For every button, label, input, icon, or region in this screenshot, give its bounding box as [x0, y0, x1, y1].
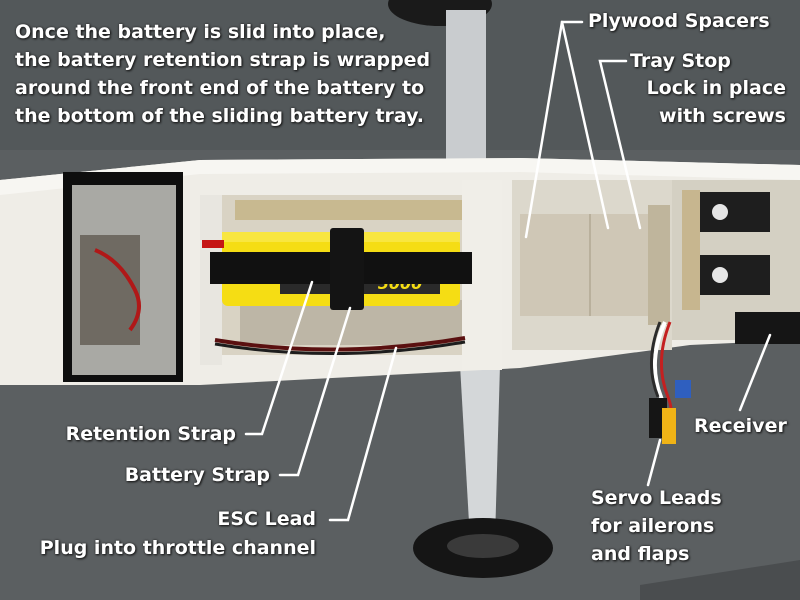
- servo-leads-note-1: for ailerons: [591, 515, 715, 537]
- servo-top: [700, 192, 770, 232]
- caption-line: the bottom of the sliding battery tray.: [15, 105, 425, 127]
- tray-stop-pointer: [598, 59, 642, 230]
- fuselage-top-edge: [0, 158, 800, 195]
- background-top-shade: [0, 0, 800, 150]
- tray-stop: [648, 205, 670, 325]
- servo-mount-rail: [682, 190, 700, 310]
- servo-top-horn: [712, 204, 728, 220]
- tray-stop-note-1: Lock in place: [646, 77, 786, 99]
- servo-bottom-horn: [712, 267, 728, 283]
- plywood-spacers-label: Plywood Spacers: [588, 10, 770, 32]
- retention-strap-label: Retention Strap: [65, 423, 236, 445]
- wing-shadow: [640, 560, 800, 600]
- bottom-landing-gear: [460, 365, 500, 540]
- servo-leads-note-2: and flaps: [591, 543, 690, 565]
- tray-stop-note-2: with screws: [659, 105, 786, 127]
- servo-bottom: [700, 255, 770, 295]
- battery-strap-pointer: [278, 306, 352, 477]
- servo-leads-pointer: [646, 438, 662, 487]
- esc-lead-note: Plug into throttle channel: [39, 537, 316, 559]
- tray-stop-label: Tray Stop: [630, 50, 731, 72]
- receiver-label: Receiver: [694, 415, 787, 437]
- retention-strap-pointer: [244, 280, 314, 436]
- plywood-spacers-pointer-b: [560, 20, 610, 230]
- caption-line: Once the battery is slid into place,: [15, 21, 386, 43]
- servo-lead-black: [649, 321, 662, 398]
- compartment-back-wall: [235, 200, 465, 220]
- retention-strap: [330, 228, 364, 310]
- battery-red-lead: [202, 240, 224, 248]
- esc-lead-label: ESC Lead: [217, 508, 316, 530]
- esc-lead-pointer: [328, 346, 398, 522]
- esc-lead-wire-black: [214, 340, 466, 355]
- bottom-wheel-hub: [447, 534, 519, 558]
- servo-connector-blue: [675, 380, 691, 398]
- receiver-pointer: [738, 333, 772, 412]
- servo-leads-label: Servo Leads: [591, 487, 722, 509]
- battery-strap-label: Battery Strap: [124, 464, 270, 486]
- caption-line: the battery retention strap is wrapped: [15, 49, 431, 71]
- servo-connector-yellow: [662, 408, 676, 444]
- caption-line: around the front end of the battery to: [15, 77, 425, 99]
- cockpit-wires: [94, 248, 141, 332]
- intro-caption: Once the battery is slid into place, the…: [15, 18, 430, 130]
- top-landing-gear: [446, 10, 486, 180]
